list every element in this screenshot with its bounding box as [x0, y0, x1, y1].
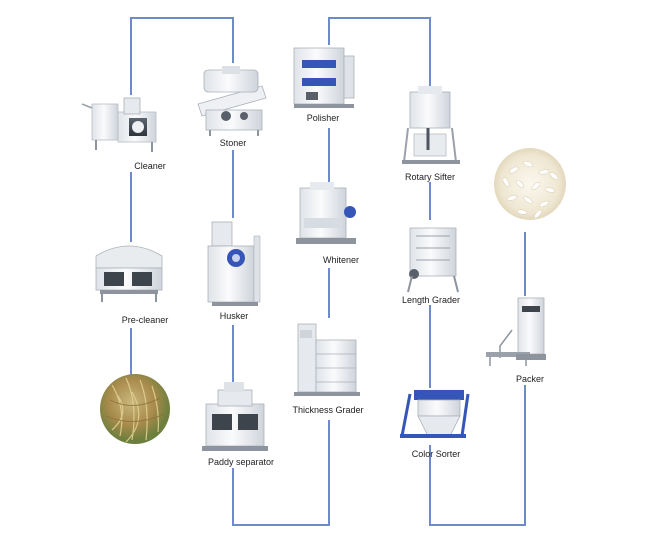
label-cleaner: Cleaner	[134, 161, 166, 171]
label-whitener: Whitener	[322, 255, 360, 265]
label-color-sorter: Color Sorter	[411, 449, 461, 459]
cleaner-machine-icon	[81, 97, 157, 152]
thickness-grader-icon	[294, 323, 360, 396]
color-sorter-icon	[400, 390, 470, 438]
rotary-sifter-icon	[402, 86, 460, 164]
process-flow-line	[130, 17, 526, 526]
pre-cleaner-machine-icon	[95, 245, 163, 302]
label-packer: Packer	[515, 374, 545, 384]
length-grader-icon	[407, 227, 459, 293]
white-rice-photo	[494, 148, 566, 220]
packer-machine-icon	[486, 297, 546, 366]
paddy-rice-photo	[100, 374, 170, 444]
label-husker: Husker	[219, 311, 249, 321]
label-stoner: Stoner	[219, 138, 247, 148]
label-thickness-grader: Thickness Grader	[292, 405, 364, 415]
stoner-machine-icon	[197, 66, 267, 136]
paddy-separator-icon	[202, 382, 268, 451]
label-paddy-separator: Paddy separator	[207, 457, 275, 467]
whitener-machine-icon	[296, 182, 356, 244]
polisher-machine-icon	[293, 47, 355, 108]
label-pre-cleaner: Pre-cleaner	[121, 315, 169, 325]
label-rotary-sifter: Rotary Sifter	[404, 172, 456, 182]
husker-machine-icon	[207, 221, 261, 306]
label-length-grader: Length Grader	[401, 295, 461, 305]
label-polisher: Polisher	[306, 113, 340, 123]
